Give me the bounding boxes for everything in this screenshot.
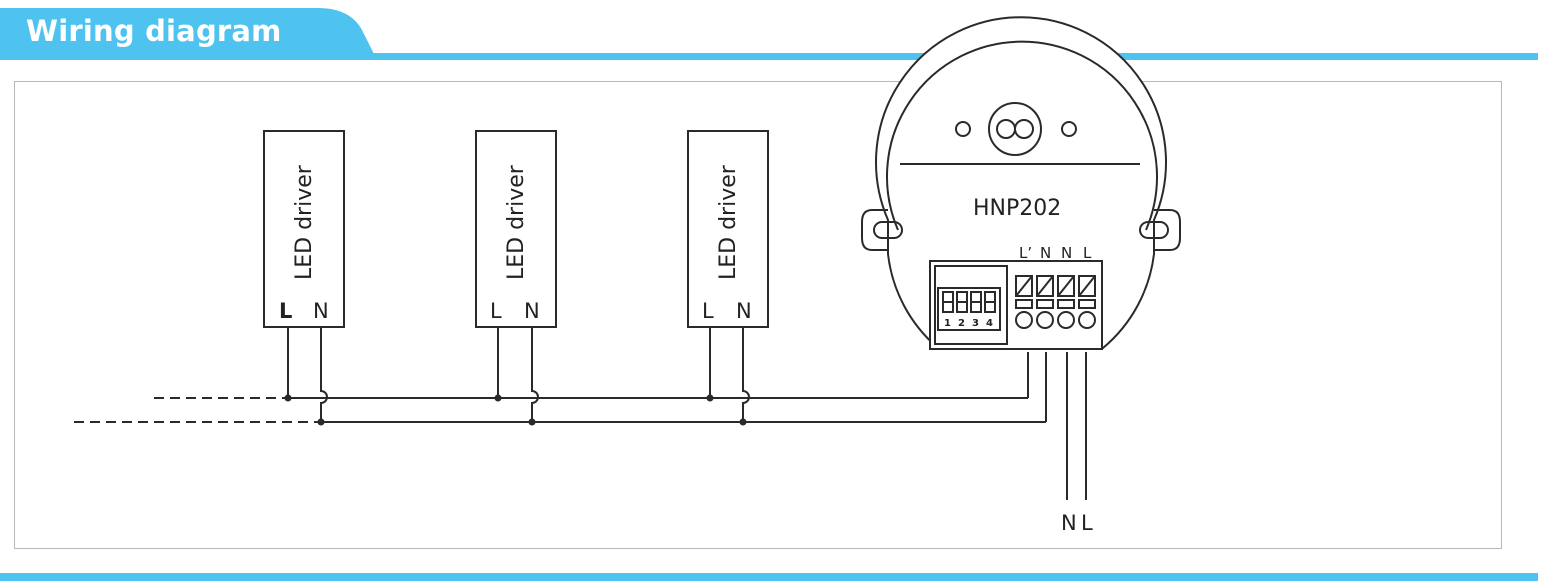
terminal-label-n-load: N (1040, 244, 1051, 262)
led-driver-box-3 (687, 130, 769, 328)
header-rule (0, 53, 1538, 60)
terminal-label-n-supply: N (1061, 244, 1072, 262)
driver-1-terminal-n: N (313, 299, 329, 323)
sensor-model-label: HNP202 (973, 196, 1061, 221)
dip-number-3: 3 (972, 318, 979, 329)
section-title: Wiring diagram (26, 14, 282, 48)
terminal-label-l-supply: L (1083, 244, 1092, 262)
diagram-panel (14, 81, 1502, 549)
led-driver-box-1 (263, 130, 345, 328)
driver-3-terminal-l: L (702, 299, 714, 323)
dip-number-2: 2 (958, 318, 965, 329)
led-driver-label-2: LED driver (504, 164, 529, 280)
led-driver-box-2 (475, 130, 557, 328)
dip-switch (937, 287, 1001, 331)
terminal-label-l-prime: L’ (1019, 244, 1032, 262)
driver-1-terminal-l: L (279, 299, 292, 323)
led-driver-label-1: LED driver (292, 164, 317, 280)
driver-2-terminal-l: L (490, 299, 502, 323)
supply-l-label: L (1081, 511, 1093, 535)
supply-n-label: N (1061, 511, 1077, 535)
dip-number-1: 1 (944, 318, 951, 329)
header-tab (0, 8, 376, 58)
footer-rule (0, 573, 1538, 581)
driver-2-terminal-n: N (524, 299, 540, 323)
dip-number-4: 4 (986, 318, 993, 329)
driver-3-terminal-n: N (736, 299, 752, 323)
led-driver-label-3: LED driver (716, 164, 741, 280)
